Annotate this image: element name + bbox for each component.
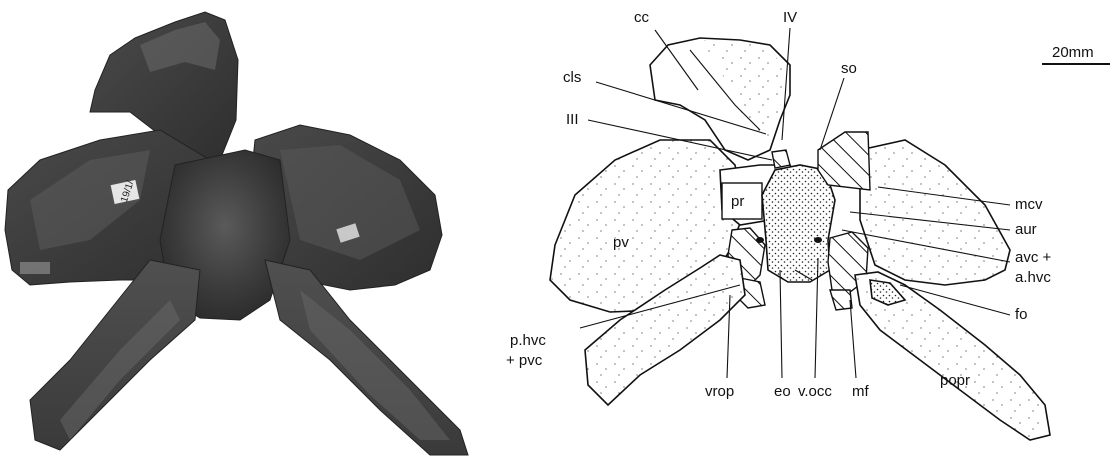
label-pvc: + pvc (506, 352, 543, 369)
label-pv: pv (613, 234, 629, 251)
label-popr: popr (940, 372, 970, 389)
label-mf: mf (852, 383, 869, 400)
specimen-photograph: 19/1/ (5, 12, 468, 455)
drawing-right-wing (860, 140, 1010, 285)
label-eo: eo (774, 383, 791, 400)
drawing-central-eo (762, 165, 835, 282)
label-fo: fo (1015, 306, 1028, 323)
label-iii: III (566, 111, 579, 128)
label-cc: cc (634, 9, 650, 26)
photo-left-arm (30, 260, 200, 450)
label-iv: IV (783, 9, 797, 26)
label-aur: aur (1015, 221, 1037, 238)
label-vocc: v.occ (798, 383, 832, 400)
label-mcv: mcv (1015, 196, 1043, 213)
label-so: so (841, 60, 857, 77)
label-pr: pr (731, 193, 744, 210)
scale-bar-label: 20mm (1052, 44, 1094, 61)
scale-bar: 20mm (1042, 44, 1110, 64)
drawing-hatched-upper (818, 132, 870, 190)
label-vrop: vrop (705, 383, 734, 400)
label-avc: avc + (1015, 249, 1052, 266)
label-phvc: p.hvc (510, 332, 546, 349)
label-ahvc: a.hvc (1015, 269, 1051, 286)
label-cls: cls (563, 69, 581, 86)
